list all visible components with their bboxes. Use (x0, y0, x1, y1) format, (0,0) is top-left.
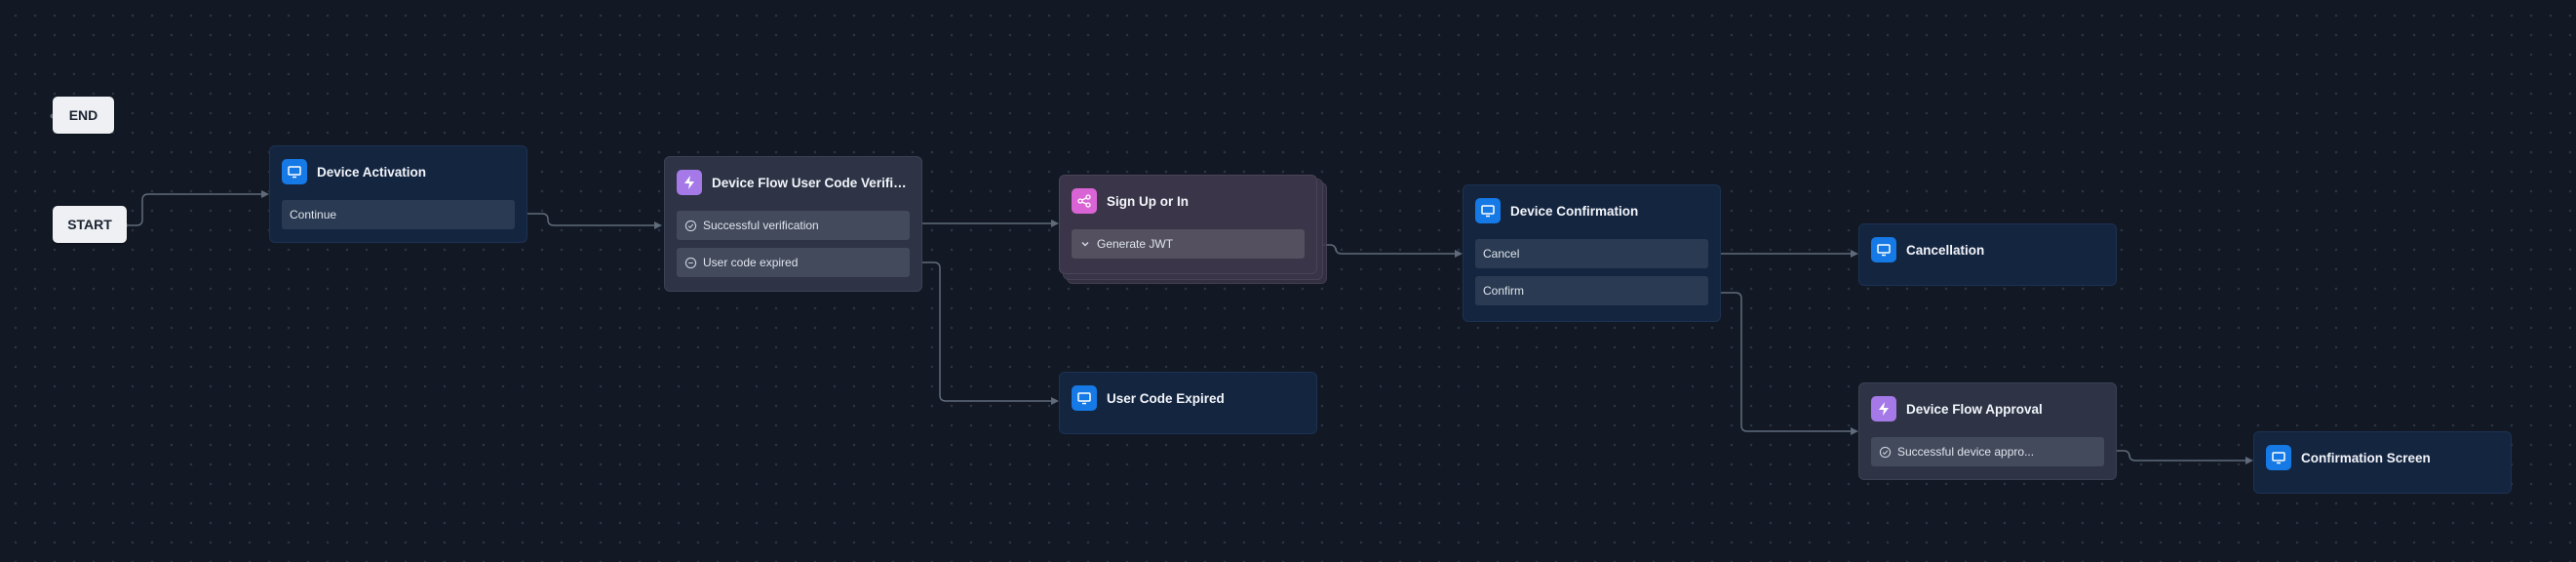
wire-user-code-expired-to-expired-screen (909, 261, 1055, 402)
node-header: Confirmation Screen (2266, 444, 2499, 471)
arrow-into-expired-screen (1051, 397, 1059, 405)
node-sign-up-or-in[interactable]: Sign Up or In Generate JWT (1059, 175, 1317, 274)
start-node[interactable]: START (53, 206, 127, 243)
node-title: Device Flow Approval (1906, 401, 2043, 417)
output-confirm[interactable]: Confirm (1475, 276, 1708, 305)
output-user-code-expired[interactable]: User code expired (677, 248, 910, 277)
end-node-label: END (68, 107, 98, 123)
node-header: Device Activation (282, 158, 515, 185)
node-device-confirmation[interactable]: Device Confirmation Cancel Confirm (1463, 184, 1721, 322)
node-title: Sign Up or In (1107, 193, 1189, 209)
output-generate-jwt[interactable]: Generate JWT (1072, 229, 1305, 259)
wire-start-to-device-activation (125, 193, 265, 226)
arrow-into-device-activation (261, 190, 269, 198)
arrow-into-verification (654, 221, 662, 229)
node-device-activation[interactable]: Device Activation Continue (269, 145, 527, 243)
node-header: Device Flow Approval (1871, 395, 2104, 422)
node-header: User Code Expired (1072, 384, 1305, 412)
output-label: Generate JWT (1097, 237, 1174, 251)
output-cancel[interactable]: Cancel (1475, 239, 1708, 268)
arrow-into-approval (1851, 427, 1858, 435)
output-label: Successful device appro... (1897, 445, 2035, 459)
arrow-into-signup (1051, 220, 1059, 227)
node-header: Device Flow User Code Verificati... (677, 169, 910, 196)
share-nodes-icon (1072, 188, 1097, 214)
node-title: Device Activation (317, 164, 427, 180)
node-user-code-verification[interactable]: Device Flow User Code Verificati... Succ… (664, 156, 922, 292)
node-header: Device Confirmation (1475, 197, 1708, 224)
output-successful-verification[interactable]: Successful verification (677, 211, 910, 240)
node-title: Confirmation Screen (2301, 450, 2431, 465)
node-cancellation[interactable]: Cancellation (1858, 223, 2117, 286)
lightning-icon (1871, 396, 1896, 422)
end-node[interactable]: END (53, 97, 114, 134)
node-title: Cancellation (1906, 242, 1985, 258)
monitor-icon (1871, 237, 1896, 262)
output-label: Confirm (1483, 284, 1525, 298)
check-circle-icon (1879, 446, 1892, 459)
output-continue[interactable]: Continue (282, 200, 515, 229)
node-device-flow-approval[interactable]: Device Flow Approval Successful device a… (1858, 382, 2117, 480)
monitor-icon (1072, 385, 1097, 411)
node-header: Cancellation (1871, 236, 2104, 263)
output-label: Continue (290, 208, 337, 221)
wire-confirm-to-approval (1709, 292, 1854, 432)
node-title: Device Flow User Code Verificati... (712, 175, 910, 190)
chevron-down-icon (1079, 238, 1091, 250)
output-successful-device-approval[interactable]: Successful device appro... (1871, 437, 2104, 466)
arrow-into-confirmation-screen (2245, 457, 2253, 464)
monitor-icon (282, 159, 307, 184)
node-title: User Code Expired (1107, 390, 1225, 406)
node-user-code-expired[interactable]: User Code Expired (1059, 372, 1317, 434)
arrow-into-cancellation (1851, 250, 1858, 258)
output-label: User code expired (703, 256, 799, 269)
start-node-label: START (67, 217, 112, 232)
node-header: Sign Up or In (1072, 187, 1305, 215)
output-label: Successful verification (703, 219, 819, 232)
output-label: Cancel (1483, 247, 1520, 261)
monitor-icon (2266, 445, 2291, 470)
node-title: Device Confirmation (1510, 203, 1639, 219)
wire-approval-to-confirmation-screen (2104, 450, 2249, 462)
check-circle-icon (684, 220, 697, 232)
arrow-into-device-confirmation (1455, 250, 1463, 258)
lightning-icon (677, 170, 702, 195)
node-confirmation-screen[interactable]: Confirmation Screen (2253, 431, 2512, 494)
monitor-icon (1475, 198, 1501, 223)
wire-continue-to-verification (515, 213, 658, 226)
minus-circle-icon (684, 257, 697, 269)
